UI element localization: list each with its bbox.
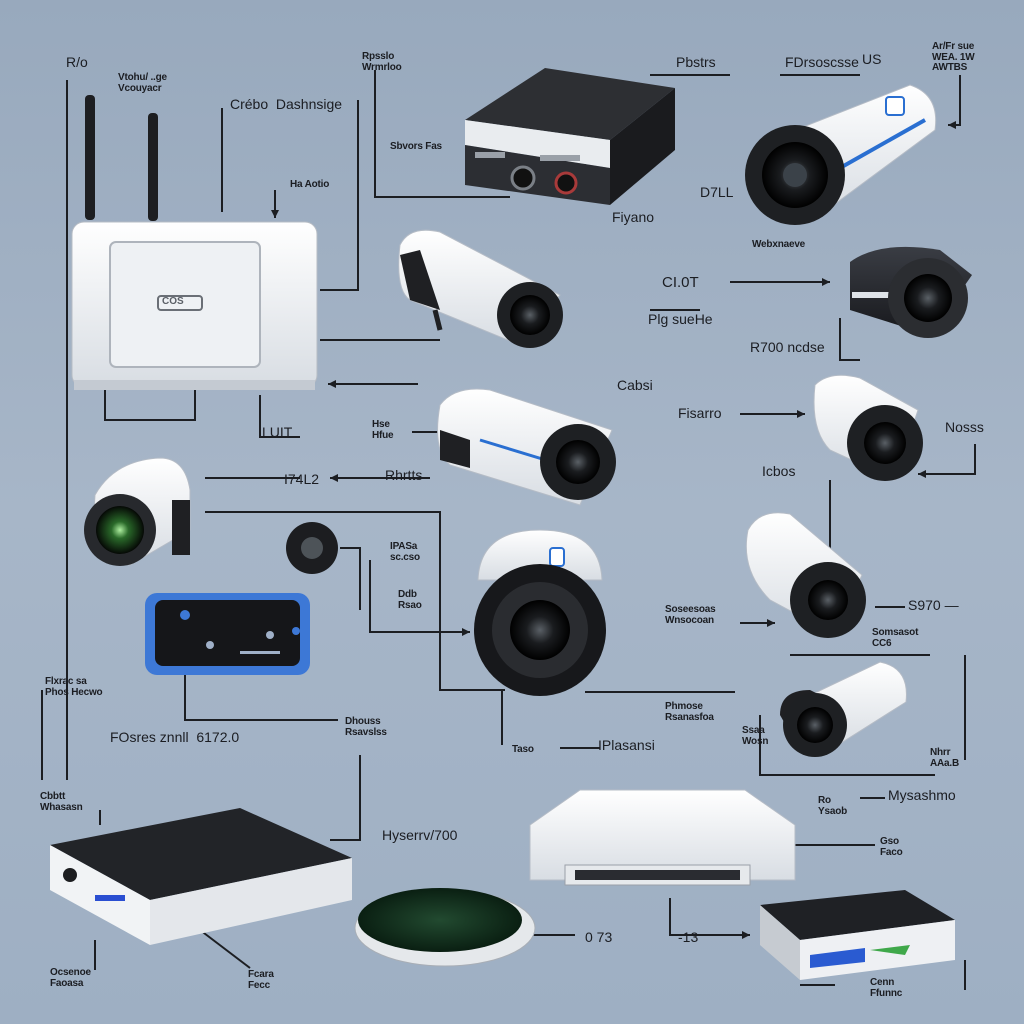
label-cabsi: Cabsi xyxy=(617,377,653,393)
label-sub1: Sbvors Fas xyxy=(390,141,442,152)
label-fisaro: Fisarro xyxy=(678,405,722,421)
dome-camera xyxy=(474,529,606,696)
label-a-desc: Rpsslo Wrmrloo xyxy=(362,51,402,73)
dvr-recorder-right xyxy=(760,890,955,980)
label-cbbc: Cbbtt Whasasn xyxy=(40,791,83,813)
label-rhits: Rhrtts xyxy=(385,467,423,483)
label-f-xzl: Flxrac sa Phos Hecwo xyxy=(45,676,103,698)
bullet-camera-right-middle xyxy=(745,512,866,638)
box-camera-right xyxy=(813,374,923,481)
label-hysm: Hyserrv/700 xyxy=(382,827,458,843)
round-disc-device xyxy=(354,888,536,967)
label-ssc: Somsasot CC6 xyxy=(872,627,919,649)
label-tr-small: Ar/Fr sue WEA. 1W AWTBS xyxy=(932,41,975,73)
label-hpsi: Pbstrs xyxy=(676,54,716,70)
label-r700: R700 ncdse xyxy=(750,339,825,355)
label-ssvs: Soseesoas Wnsocoan xyxy=(665,604,716,626)
label-rso: Ro Ysaob xyxy=(818,795,848,817)
bullet-camera-top-right xyxy=(745,84,937,225)
router-logo: COS xyxy=(162,296,184,307)
label-cable-dist: Crébo Dashnsige xyxy=(230,96,343,112)
label-cenn: Cenn Ffunnc xyxy=(870,977,903,999)
label-vebsc: Webxnaeve xyxy=(752,239,806,250)
label-top-left-2: Vtohu/ ..ge Vcouyacr xyxy=(118,72,167,94)
arrowheads xyxy=(271,121,956,939)
label-tsp: Taso xyxy=(512,744,534,755)
label-ns: Nosss xyxy=(945,419,984,435)
label-plg: Plg sueHe xyxy=(648,311,713,327)
label-pddi: FDrsoscsse xyxy=(785,54,859,70)
mini-dome-sensor xyxy=(286,522,338,574)
label-t7s: 0 73 xyxy=(585,929,613,945)
label-cio: Gso Faco xyxy=(880,836,903,858)
label-s970: S970 — xyxy=(908,597,959,613)
label-hp1: Ha Aotio xyxy=(290,179,330,190)
label-cl01: CI.0T xyxy=(662,274,699,291)
label-ocosuuv: Ocsenoe Faoasa xyxy=(50,967,91,989)
wireless-router xyxy=(71,95,318,390)
label-fifiano: Fiyano xyxy=(612,209,655,225)
label-forec: FOsres znnll 6172.0 xyxy=(110,729,240,745)
label-top-left: R/o xyxy=(66,54,88,70)
label-mrs: Mysashmo xyxy=(888,787,956,803)
bullet-camera-right-lower xyxy=(780,661,907,757)
label-ipasa: IPASa sc.cso xyxy=(390,541,420,563)
label-hp2: Hse Hfue xyxy=(372,419,394,441)
label-labs: Icbos xyxy=(762,463,796,479)
label-pmp: Phmose Rsanasfoa xyxy=(665,701,714,723)
green-lens-camera xyxy=(84,457,191,566)
label-nbs: Nhrr AAa.B xyxy=(930,747,960,769)
label-h3: -13 xyxy=(678,929,699,945)
video-encoder-box xyxy=(465,68,675,205)
blue-control-panel xyxy=(145,593,310,675)
label-ddb: Ddb Rsao xyxy=(398,589,422,611)
label-ss5: Ssaa Wosn xyxy=(742,725,769,747)
network-switch xyxy=(529,789,796,886)
dark-bullet-camera xyxy=(850,246,972,338)
label-uit: LUIT xyxy=(262,424,293,440)
nvr-recorder xyxy=(50,808,352,945)
label-dhsu: Dhouss Rsavslss xyxy=(345,716,387,738)
label-us: US xyxy=(862,51,882,67)
label-ipl: IPlasansi xyxy=(598,737,655,753)
label-d7: D7LL xyxy=(700,184,734,200)
label-i742: I74L2 xyxy=(284,471,320,487)
label-rcs: Fcara Fecc xyxy=(248,969,274,991)
bullet-camera-center xyxy=(437,388,616,506)
bullet-camera-middle-left xyxy=(398,229,563,348)
